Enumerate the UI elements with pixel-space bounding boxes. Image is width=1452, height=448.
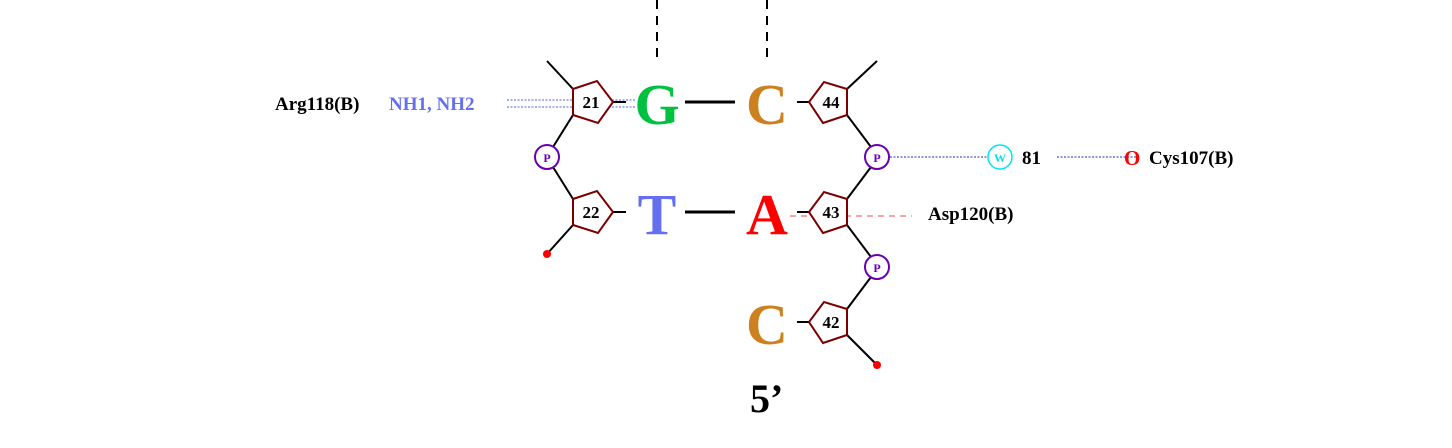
phosphate-icon [864,254,890,280]
base-C: C [746,292,788,357]
sugar-ring-42 [807,300,848,345]
atom-label-nh: NH1, NH2 [389,94,475,115]
water-symbol: W [994,151,1006,165]
residue-number: 22 [583,203,600,222]
sugar-ring-43 [807,190,848,235]
residue-number: 42 [823,313,840,332]
base-C: C [746,72,788,137]
phosphate-label: P [873,151,880,165]
residue-number: 44 [823,93,841,112]
terminal-dot [543,250,551,258]
five-prime-label: 5’ [750,376,783,421]
residue-label-arg118: Arg118(B) [275,94,359,115]
terminal-dot [873,361,881,369]
residue-label-asp120: Asp120(B) [928,204,1014,225]
base-G: G [634,72,679,137]
water-icon [987,144,1013,170]
residue-number: 21 [583,93,600,112]
phosphate-icon [534,144,560,170]
backbone [546,60,878,366]
residue-label-cys107: Cys107(B) [1149,148,1233,169]
phosphate-icon [864,144,890,170]
water-number: 81 [1022,148,1041,169]
sugar-ring-21 [572,79,615,125]
base-T: T [638,182,677,247]
residue-number: 43 [823,203,840,222]
sugar-ring-22 [572,189,615,235]
phosphate-label: P [873,261,880,275]
base-A: A [746,182,788,247]
sugar-ring-44 [807,80,848,125]
phosphate-label: P [543,151,550,165]
atom-label-o: O [1124,146,1140,170]
